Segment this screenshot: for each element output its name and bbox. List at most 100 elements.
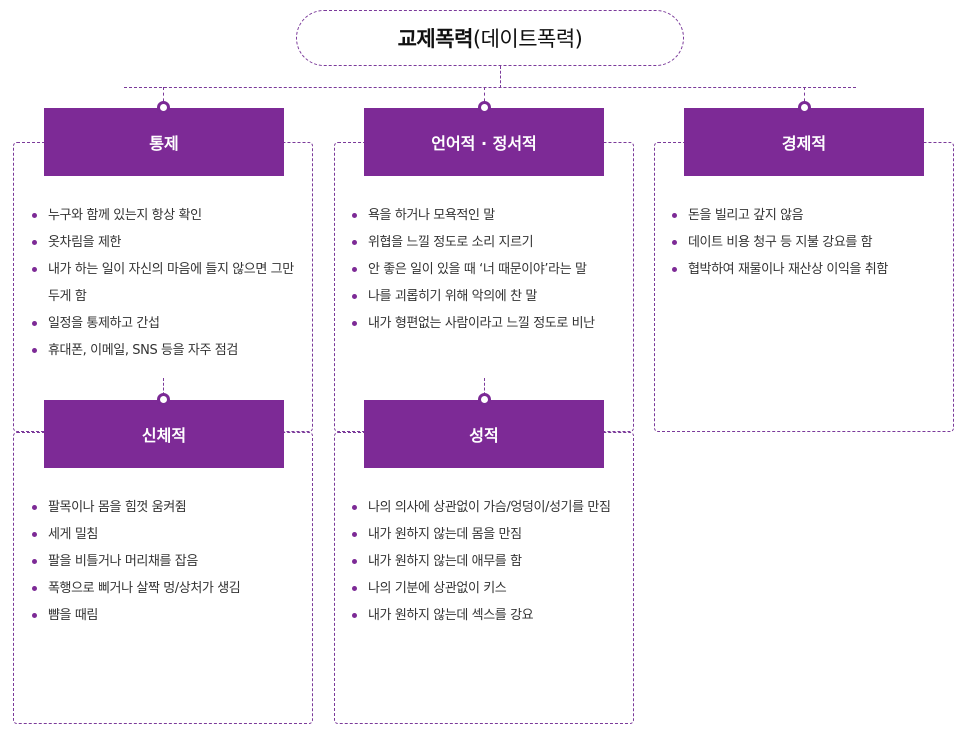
- physical-box: [13, 432, 313, 724]
- item-text: 돈을 빌리고 갚지 않음: [688, 208, 804, 223]
- item-text: 나의 의사에 상관없이 가슴/엉덩이/성기를 만짐: [368, 500, 611, 515]
- list-item: 세게 밀침: [30, 521, 302, 548]
- item-text: 데이트 비용 청구 등 지불 강요를 함: [688, 235, 873, 250]
- physical-list: 팔목이나 몸을 힘껏 움켜쥠 세게 밀침 팔을 비틀거나 머리채를 잡음 폭행으…: [30, 494, 302, 629]
- dot-economic: [798, 101, 811, 114]
- bullet-icon: [352, 559, 357, 564]
- list-item: 옷차림을 제한: [30, 229, 302, 256]
- bullet-icon: [352, 586, 357, 591]
- item-text: 팔목이나 몸을 힘껏 움켜쥠: [48, 500, 187, 515]
- connector-control: [163, 87, 164, 107]
- item-text: 위협을 느낄 정도로 소리 지르기: [368, 235, 534, 250]
- list-item: 내가 원하지 않는데 애무를 함: [350, 548, 622, 575]
- bullet-icon: [672, 240, 677, 245]
- bullet-icon: [352, 613, 357, 618]
- item-text: 나를 괴롭히기 위해 악의에 찬 말: [368, 289, 537, 304]
- bullet-icon: [32, 267, 37, 272]
- item-text: 내가 형편없는 사람이라고 느낄 정도로 비난: [368, 316, 595, 331]
- bullet-icon: [352, 267, 357, 272]
- item-text: 내가 원하지 않는데 몸을 만짐: [368, 527, 522, 542]
- item-text: 협박하여 재물이나 재산상 이익을 취함: [688, 262, 888, 277]
- dot-verbal: [478, 101, 491, 114]
- list-item: 돈을 빌리고 갚지 않음: [670, 202, 946, 229]
- item-text: 안 좋은 일이 있을 때 ‘너 때문이야’라는 말: [368, 262, 587, 277]
- item-text: 일정을 통제하고 간섭: [48, 316, 160, 331]
- bullet-icon: [352, 321, 357, 326]
- dot-control: [157, 101, 170, 114]
- list-item: 팔을 비틀거나 머리채를 잡음: [30, 548, 302, 575]
- economic-box: [654, 142, 954, 432]
- control-box: [13, 142, 313, 432]
- bullet-icon: [32, 532, 37, 537]
- connector-physical: [163, 378, 164, 400]
- verbal-header: 언어적 · 정서적: [364, 108, 604, 176]
- item-text: 내가 원하지 않는데 애무를 함: [368, 554, 522, 569]
- dot-physical: [157, 393, 170, 406]
- connector-verbal: [484, 87, 485, 107]
- bullet-icon: [32, 613, 37, 618]
- item-text: 욕을 하거나 모욕적인 말: [368, 208, 495, 223]
- bullet-icon: [672, 267, 677, 272]
- connector-top-rail: [124, 87, 856, 88]
- connector-sexual: [484, 378, 485, 400]
- sexual-header: 성적: [364, 400, 604, 468]
- economic-list: 돈을 빌리고 갚지 않음 데이트 비용 청구 등 지불 강요를 함 협박하여 재…: [670, 202, 946, 283]
- verbal-list: 욕을 하거나 모욕적인 말 위협을 느낄 정도로 소리 지르기 안 좋은 일이 …: [350, 202, 626, 337]
- item-text: 내가 하는 일이 자신의 마음에 들지 않으면 그만두게 함: [48, 262, 294, 304]
- bullet-icon: [672, 213, 677, 218]
- item-text: 나의 기분에 상관없이 키스: [368, 581, 507, 596]
- title-main: 교제폭력: [397, 27, 474, 51]
- item-text: 휴대폰, 이메일, SNS 등을 자주 점검: [48, 343, 238, 358]
- item-text: 뺨을 때림: [48, 608, 98, 623]
- item-text: 내가 원하지 않는데 섹스를 강요: [368, 608, 534, 623]
- list-item: 내가 원하지 않는데 섹스를 강요: [350, 602, 622, 629]
- dot-sexual: [478, 393, 491, 406]
- bullet-icon: [352, 240, 357, 245]
- bullet-icon: [32, 348, 37, 353]
- bullet-icon: [32, 213, 37, 218]
- list-item: 일정을 통제하고 간섭: [30, 310, 302, 337]
- list-item: 휴대폰, 이메일, SNS 등을 자주 점검: [30, 337, 302, 364]
- bullet-icon: [352, 505, 357, 510]
- bullet-icon: [352, 213, 357, 218]
- list-item: 위협을 느낄 정도로 소리 지르기: [350, 229, 626, 256]
- list-item: 협박하여 재물이나 재산상 이익을 취함: [670, 256, 946, 283]
- list-item: 내가 원하지 않는데 몸을 만짐: [350, 521, 622, 548]
- item-text: 폭행으로 삐거나 살짝 멍/상처가 생김: [48, 581, 241, 596]
- economic-header: 경제적: [684, 108, 924, 176]
- bullet-icon: [352, 532, 357, 537]
- item-text: 옷차림을 제한: [48, 235, 122, 250]
- connector-title: [500, 66, 501, 88]
- list-item: 나를 괴롭히기 위해 악의에 찬 말: [350, 283, 626, 310]
- item-text: 팔을 비틀거나 머리채를 잡음: [48, 554, 198, 569]
- diagram-title: 교제폭력(데이트폭력): [296, 10, 684, 66]
- item-text: 누구와 함께 있는지 항상 확인: [48, 208, 202, 223]
- list-item: 나의 의사에 상관없이 가슴/엉덩이/성기를 만짐: [350, 494, 622, 521]
- list-item: 폭행으로 삐거나 살짝 멍/상처가 생김: [30, 575, 302, 602]
- title-text: 교제폭력(데이트폭력): [398, 23, 583, 53]
- bullet-icon: [32, 240, 37, 245]
- title-sub: (데이트폭력): [472, 27, 583, 51]
- bullet-icon: [32, 559, 37, 564]
- sexual-list: 나의 의사에 상관없이 가슴/엉덩이/성기를 만짐 내가 원하지 않는데 몸을 …: [350, 494, 622, 629]
- bullet-icon: [32, 321, 37, 326]
- bullet-icon: [32, 586, 37, 591]
- control-list: 누구와 함께 있는지 항상 확인 옷차림을 제한 내가 하는 일이 자신의 마음…: [30, 202, 302, 364]
- control-header: 통제: [44, 108, 284, 176]
- bullet-icon: [32, 505, 37, 510]
- sexual-box: [334, 432, 634, 724]
- physical-header: 신체적: [44, 400, 284, 468]
- connector-economic: [804, 87, 805, 107]
- list-item: 욕을 하거나 모욕적인 말: [350, 202, 626, 229]
- list-item: 팔목이나 몸을 힘껏 움켜쥠: [30, 494, 302, 521]
- list-item: 내가 형편없는 사람이라고 느낄 정도로 비난: [350, 310, 626, 337]
- list-item: 데이트 비용 청구 등 지불 강요를 함: [670, 229, 946, 256]
- list-item: 나의 기분에 상관없이 키스: [350, 575, 622, 602]
- list-item: 안 좋은 일이 있을 때 ‘너 때문이야’라는 말: [350, 256, 626, 283]
- item-text: 세게 밀침: [48, 527, 98, 542]
- list-item: 뺨을 때림: [30, 602, 302, 629]
- list-item: 누구와 함께 있는지 항상 확인: [30, 202, 302, 229]
- list-item: 내가 하는 일이 자신의 마음에 들지 않으면 그만두게 함: [30, 256, 302, 310]
- bullet-icon: [352, 294, 357, 299]
